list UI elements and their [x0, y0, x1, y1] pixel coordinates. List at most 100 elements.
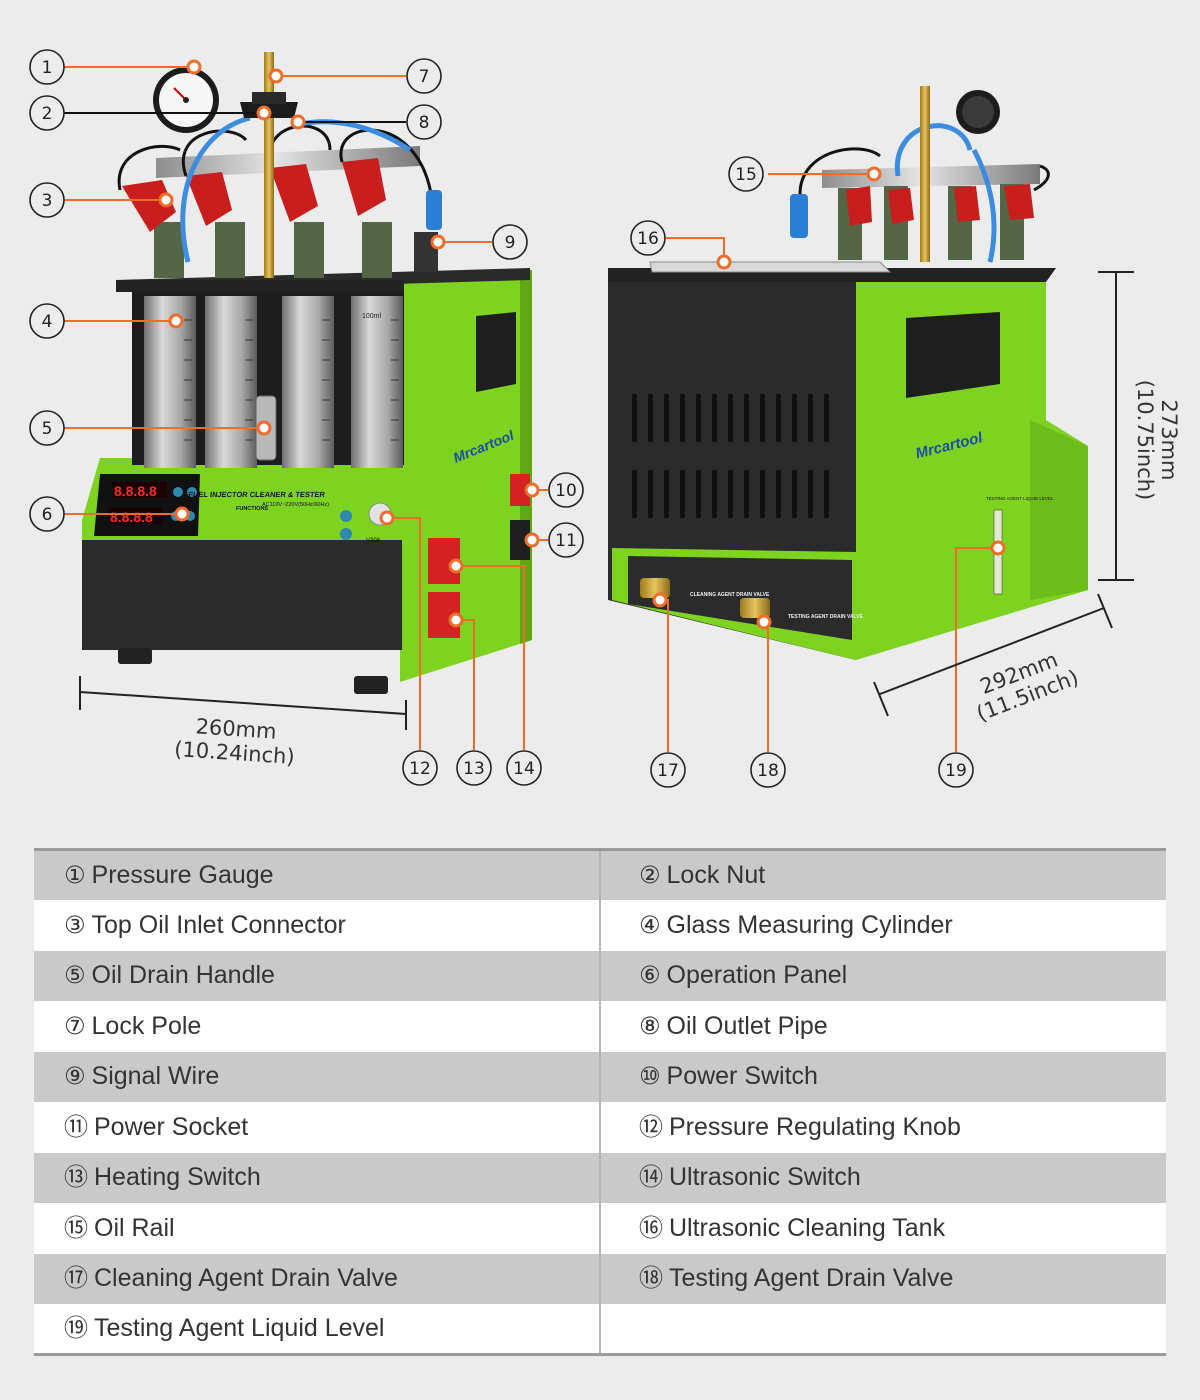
- legend-number: ⑦: [64, 1011, 86, 1040]
- callout-19: 19: [945, 761, 967, 781]
- level-label: TESTING AGENT LIQUID LEVEL: [986, 496, 1054, 501]
- width-dimension: 260mm: [195, 714, 277, 743]
- legend-label: Operation Panel: [666, 961, 848, 990]
- display-b: 8.8.8.8: [110, 509, 153, 525]
- legend-number: ⑪: [64, 1112, 88, 1141]
- legend-number: ⑤: [64, 961, 86, 990]
- legend-label: Pressure Regulating Knob: [669, 1112, 961, 1141]
- red-plugs: [122, 158, 386, 232]
- legend-number: ⑨: [64, 1062, 86, 1091]
- legend-label: Power Socket: [94, 1112, 249, 1141]
- callout-17: 17: [657, 761, 679, 781]
- callout-line-16: [666, 237, 725, 262]
- legend-label: Glass Measuring Cylinder: [666, 910, 953, 939]
- lock-pole: [264, 52, 274, 278]
- callout-lines: [64, 66, 998, 752]
- injectors: [154, 222, 438, 278]
- legend-label: Testing Agent Liquid Level: [94, 1314, 385, 1342]
- legend-label: Heating Switch: [94, 1163, 261, 1192]
- legend-label: Pressure Gauge: [91, 861, 274, 889]
- front-device-body: [82, 530, 402, 650]
- callout-11: 11: [555, 531, 577, 551]
- legend-label: Lock Nut: [666, 861, 766, 889]
- legend-number: ⑬: [64, 1163, 88, 1192]
- callout-6: 6: [42, 505, 53, 525]
- legend-number: ⑩: [639, 1062, 661, 1091]
- legend-label: Oil Outlet Pipe: [666, 1011, 828, 1040]
- legend-number: ⑮: [64, 1213, 88, 1242]
- legend-label: Ultrasonic Switch: [669, 1163, 861, 1192]
- panel-functions: FUNCTIONS: [236, 506, 268, 512]
- dimension-lines: [79, 271, 1134, 730]
- glass-cylinders: 100ml: [144, 296, 403, 468]
- callout-14: 14: [513, 759, 535, 779]
- callout-8: 8: [419, 113, 430, 133]
- width-dimension-inch: (10.24inch): [174, 737, 296, 769]
- ultrasonic-tank: [649, 261, 892, 273]
- callout-badges: [29, 49, 974, 788]
- valve-left-label: CLEANING AGENT DRAIN VALVE: [690, 592, 770, 598]
- legend-number: ⑱: [639, 1264, 663, 1293]
- legend-label: Cleaning Agent Drain Valve: [94, 1264, 398, 1293]
- callout-12: 12: [409, 759, 431, 779]
- callout-16: 16: [637, 229, 659, 249]
- callout-line-18: [764, 621, 769, 752]
- legend-label: Lock Pole: [91, 1011, 202, 1040]
- back-vents: [632, 394, 829, 518]
- legend-label: Signal Wire: [91, 1062, 220, 1091]
- legend-number: ⑰: [64, 1264, 88, 1293]
- height-dimension-inch: (10.75inch): [1133, 380, 1157, 501]
- legend-number: ⑭: [639, 1163, 663, 1192]
- cylinder-capacity-label: 100ml: [362, 313, 382, 320]
- legend-label: Testing Agent Drain Valve: [669, 1264, 954, 1293]
- panel-subtitle: AC110V~220V(50Hz/60Hz): [262, 502, 329, 508]
- callout-2: 2: [42, 104, 53, 124]
- callout-10: 10: [555, 481, 577, 501]
- panel-title: FUEL INJECTOR CLEANER & TESTER: [188, 490, 326, 499]
- product-diagram: 100ml 8.8.8.8 8.8.8.8 FUEL INJECTOR CLEA…: [29, 49, 1181, 788]
- height-dimension: 273mm: [1157, 400, 1181, 481]
- legend-number: ⑧: [639, 1011, 661, 1040]
- front-oil-rail: [156, 146, 420, 178]
- legend-number: ①: [64, 861, 86, 889]
- legend-label: Oil Rail: [94, 1213, 175, 1242]
- legend-label: Power Switch: [666, 1062, 818, 1091]
- callout-9: 9: [505, 233, 516, 253]
- callout-line-19: [955, 547, 998, 752]
- callout-4: 4: [42, 312, 53, 332]
- callout-line-13: [456, 565, 525, 750]
- front-side-handle: [476, 312, 516, 392]
- legend-number: ⑥: [639, 961, 661, 990]
- signal-connector: [426, 190, 442, 230]
- back-side-handle: [906, 312, 1000, 398]
- legend-label: Oil Drain Handle: [91, 961, 275, 990]
- callout-1: 1: [42, 58, 53, 78]
- legend-number: ⑫: [639, 1112, 663, 1141]
- callout-5: 5: [42, 419, 53, 439]
